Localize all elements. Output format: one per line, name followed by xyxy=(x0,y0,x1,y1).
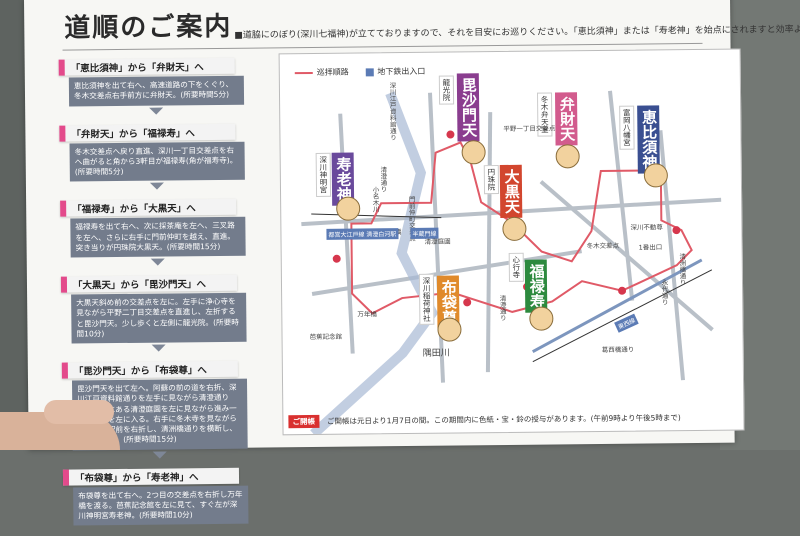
god-label-fukurokuju: 福禄寿 xyxy=(524,259,548,313)
route-line-icon xyxy=(294,71,313,74)
jurojin-figure-icon xyxy=(336,196,361,221)
step-2: 「弁財天」から「福禄寿」へ 冬木交差点へ戻り直進、深川一丁目交差点を右へ曲がると… xyxy=(59,123,272,191)
step-3: 「福禄寿」から「大黒天」へ 福禄寿を出て右へ、次に採茶庵を左へ、三叉路を左へ、さ… xyxy=(60,199,273,267)
fukurokuju-figure-icon xyxy=(529,306,554,331)
guide-sheet: 道順のご案内 ■道脇にのぼり(深川七福神)が立てておりますので、それを目安にお巡… xyxy=(24,0,800,526)
route-map xyxy=(278,48,745,438)
step-body: 冬木交差点へ戻り直進、深川一丁目交差点を右へ曲がると角から3軒目が福禄寿(角が福… xyxy=(69,141,245,182)
temple-label-ryukoin: 龍光院 xyxy=(438,75,455,105)
intro-text: ■道脇にのぼり(深川七福神)が立てておりますので、それを目安にお巡りください。「… xyxy=(234,23,800,41)
label-mannen: 万年橋 xyxy=(357,310,377,319)
step-6: 「布袋尊」から「寿老神」へ 布袋尊を出て右へ。2つ目の交差点を右折し万年橋を渡る… xyxy=(62,467,276,526)
step-body: 福禄寿を出て右へ、次に採茶庵を左へ、三叉路を左へ、さらに右手に門前仲町を越え、直… xyxy=(70,216,246,258)
temple-label-tomioka-hachimangu: 富岡八幡宮 xyxy=(619,105,635,150)
step-head: 「恵比須神」から「弁財天」へ xyxy=(58,57,235,76)
ebisu-figure-icon xyxy=(643,163,668,188)
step-head: 「布袋尊」から「寿老神」へ xyxy=(62,467,240,486)
bishamonten-figure-icon xyxy=(461,140,486,165)
temple-label-fukagawa-inari: 深川稲荷神社 xyxy=(418,273,435,325)
kaicho-tag: ご開帳 xyxy=(288,414,319,429)
temple-label-enjuin: 円珠院 xyxy=(483,165,500,194)
legend-station: 地下鉄出入口 xyxy=(377,66,426,77)
page-title: 道順のご案内 xyxy=(64,11,233,44)
label-shiryokan: 深川江戸資料館通り xyxy=(387,82,397,141)
label-eitai: 永代通り xyxy=(659,279,669,306)
label-seisuke: 清洲橋通り xyxy=(677,253,687,286)
label-basho: 芭蕉記念館 xyxy=(309,332,343,342)
label-ichibantei: 1番出口 xyxy=(638,243,663,252)
down-arrow-icon xyxy=(149,182,164,190)
step-head: 「福禄寿」から「大黒天」へ xyxy=(60,199,237,217)
kaicho-text: ご開帳は元日より1月7日の間。この期間内に色紙・宝・鈴の授与があります。(午前9… xyxy=(326,413,681,426)
legend-route: 巡拝順路 xyxy=(316,67,349,77)
step-body: 布袋尊を出て右へ。2つ目の交差点を右折し万年橋を渡る。芭蕉記念館を左に見て、すぐ… xyxy=(73,485,249,526)
label-fuyuki: 冬木交差点 xyxy=(586,241,620,251)
step-4: 「大黒天」から「毘沙門天」へ 大黒天斜め前の交差点を左に。左手に浄心寺を見ながら… xyxy=(60,274,274,352)
map-legend: 巡拝順路 地下鉄出入口 xyxy=(294,66,426,78)
route-steps: 「恵比須神」から「弁財天」へ 恵比須神を出て右へ、高速道路の下をくぐり、冬木交差… xyxy=(58,57,276,535)
temple-label-shingyoji: 心行寺 xyxy=(508,252,524,282)
step-head: 「大黒天」から「毘沙門天」へ xyxy=(60,274,238,293)
god-label-benzaiten: 弁財天 xyxy=(554,92,578,146)
daikokuten-figure-icon xyxy=(502,216,527,242)
label-onagi: 小名木川 xyxy=(370,186,380,213)
label-tsuyoi: 葛西橋通り xyxy=(601,345,635,354)
god-label-daikokuten: 大黒天 xyxy=(499,164,523,219)
step-head: 「毘沙門天」から「布袋尊」へ xyxy=(61,360,238,379)
down-arrow-icon xyxy=(150,258,165,266)
label-river: 隅田川 xyxy=(422,348,450,359)
thumb xyxy=(44,400,114,424)
map-roads xyxy=(301,90,722,438)
benzaiten-figure-icon xyxy=(555,144,580,169)
step-body: 大黒天斜め前の交差点を左に。左手に浄心寺を見ながら平野二丁目交差点を直進し、左折… xyxy=(71,292,247,344)
down-arrow-icon xyxy=(152,451,167,459)
station-hanzomon: 半蔵門線 xyxy=(410,227,439,239)
step-1: 「恵比須神」から「弁財天」へ 恵比須神を出て右へ、高速道路の下をくぐり、冬木交差… xyxy=(58,57,272,115)
down-arrow-icon xyxy=(149,107,164,115)
step-body: 恵比須神を出て右へ、高速道路の下をくぐり、冬木交差点右手前方に弁財天。(所要時間… xyxy=(68,75,245,107)
temple-label-fukagawa-shinmeigu: 深川神明宮 xyxy=(315,152,332,197)
down-arrow-icon xyxy=(151,344,166,352)
station-kiyosumi-shirakawa: 都営大江戸線 清澄白河駅 xyxy=(326,228,399,240)
label-fudo: 深川不動尊 xyxy=(630,223,663,232)
step-head: 「弁財天」から「福禄寿」へ xyxy=(59,123,236,142)
subway-exit-icon xyxy=(365,67,374,76)
hoteison-figure-icon xyxy=(437,317,462,342)
label-hirano: 平野一丁目交差点 xyxy=(503,124,556,133)
god-label-bishamonten: 毘沙門天 xyxy=(456,73,480,142)
label-kiyosumi-2: 清澄通り xyxy=(498,294,507,322)
